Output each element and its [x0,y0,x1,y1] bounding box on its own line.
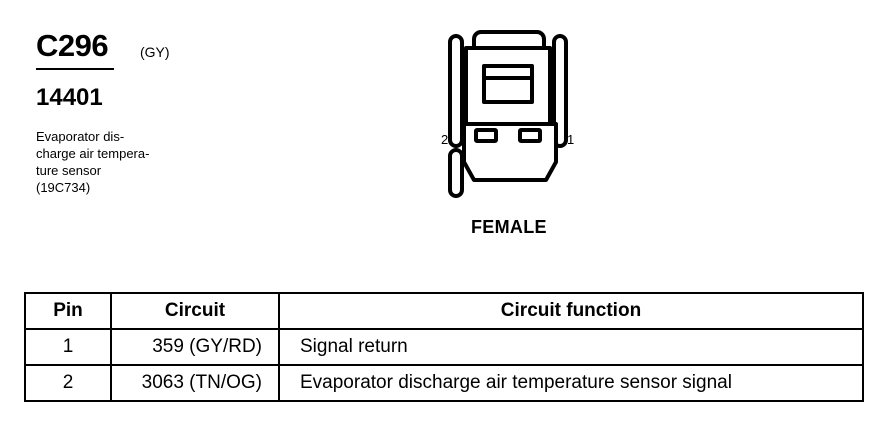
pin-label-left: 2 [441,132,448,147]
table-row: 2 3063 (TN/OG) Evaporator discharge air … [24,364,864,402]
description-line: (19C734) [36,180,91,195]
connector-id: C296 [36,28,109,63]
cell-function: Evaporator discharge air temperature sen… [278,364,864,402]
connector-left-rail [448,34,464,148]
cell-pin: 1 [24,328,112,366]
description-line: Evaporator dis- [36,129,125,144]
cell-function: Signal return [278,328,864,366]
header-pin: Pin [24,292,112,330]
connector-right-rail [552,34,568,148]
pin-label-right: 1 [567,132,574,147]
table-row: 1 359 (GY/RD) Signal return [24,328,864,366]
connector-id-underline [36,68,114,70]
color-code: (GY) [140,44,170,60]
pin-table: Pin Circuit Circuit function 1 359 (GY/R… [24,292,864,402]
cell-pin: 2 [24,364,112,402]
connector-window [482,64,534,104]
connector-lower-tab [448,148,464,198]
header-function: Circuit function [278,292,864,330]
gender-label: FEMALE [471,217,547,237]
header-circuit: Circuit [110,292,280,330]
connector-face-diagram: 2 1 [441,30,574,198]
table-header-row: Pin Circuit Circuit function [24,292,864,330]
description-line: ture sensor [36,163,102,178]
connector-description: Evaporator dis- charge air tempera- ture… [36,128,149,196]
cell-circuit: 359 (GY/RD) [110,328,280,366]
cell-circuit: 3063 (TN/OG) [110,364,280,402]
terminal-cavity-1 [518,128,542,143]
description-line: charge air tempera- [36,146,150,161]
part-number: 14401 [36,84,103,111]
terminal-cavity-2 [474,128,498,143]
